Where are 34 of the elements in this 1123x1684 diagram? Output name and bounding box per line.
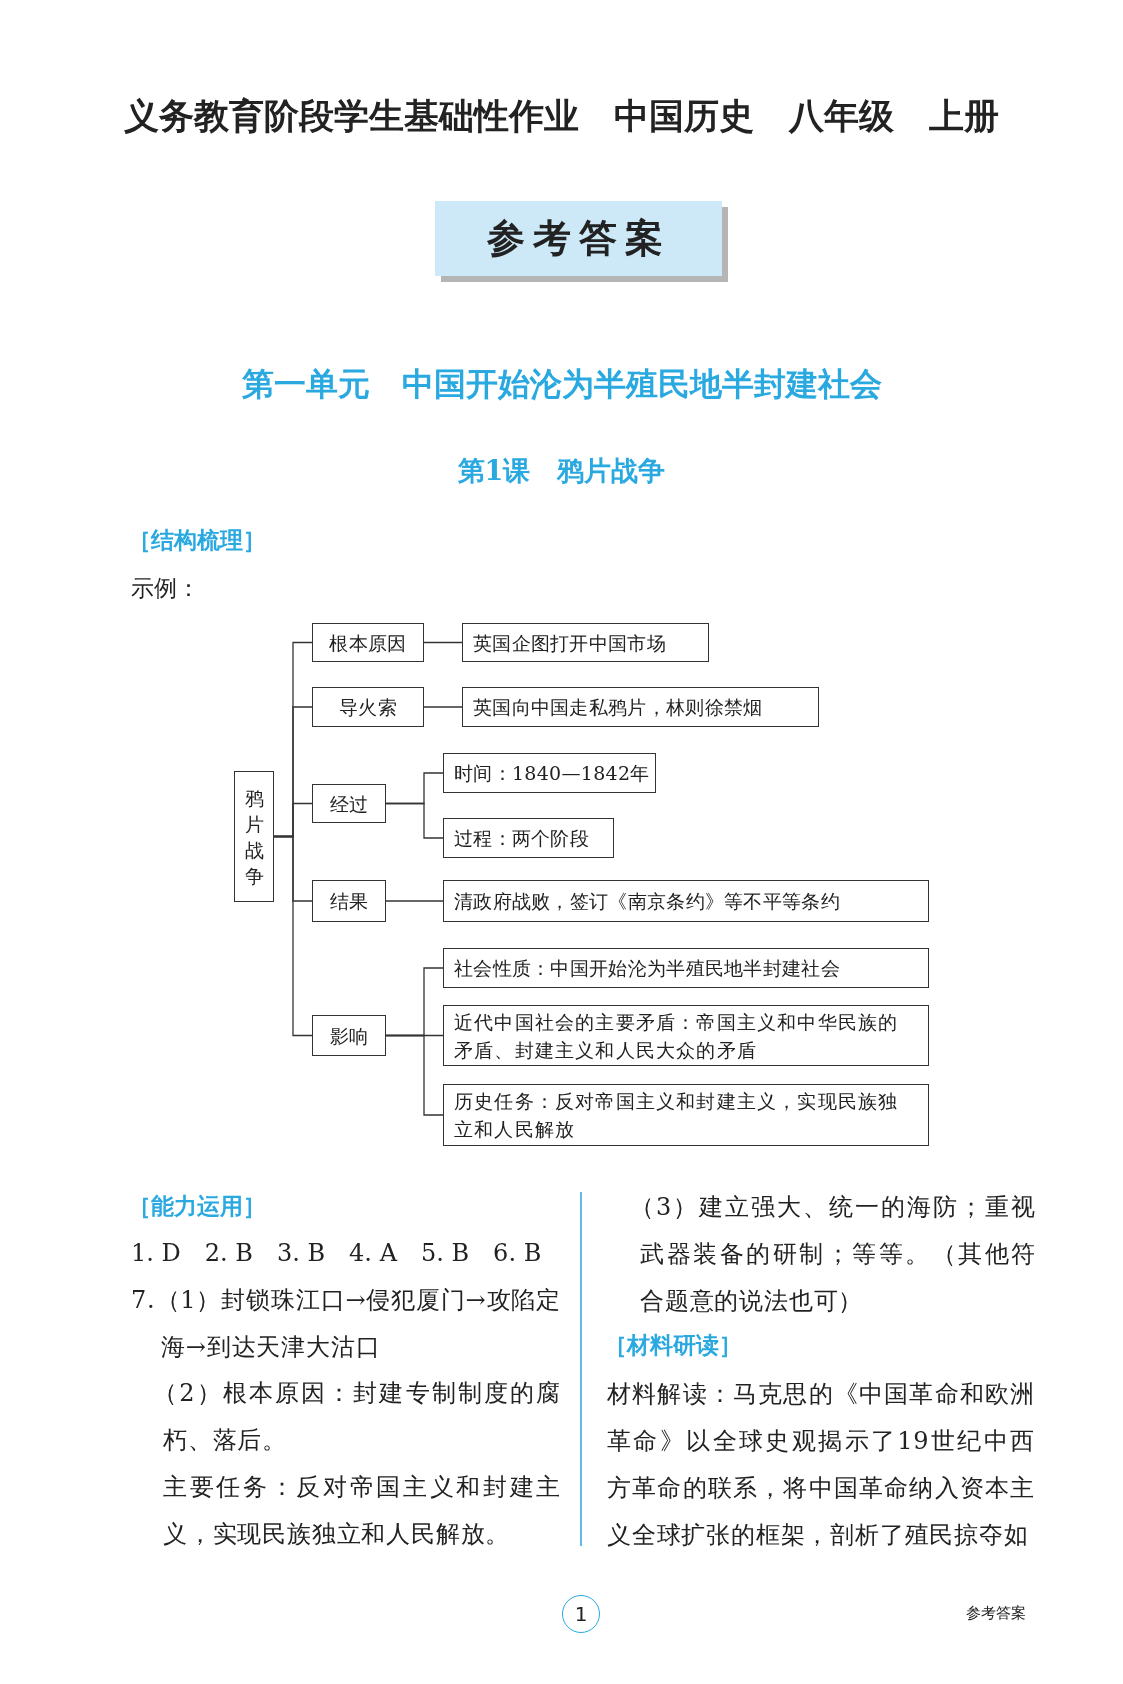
topic-box: 鸦片战争 [234,771,274,902]
connector-line [385,1034,444,1116]
section-heading: ［能力运用］ [128,1191,267,1221]
category-box: 根本原因 [312,623,424,662]
detail-box: 历史任务：反对帝国主义和封建主义，实现民族独立和人民解放 [443,1084,929,1146]
connector-line [385,900,444,902]
unit-heading: 第一单元 中国开始沦为半殖民地半封建社会 [240,364,883,405]
section-heading: ［材料研读］ [604,1330,743,1360]
answer-text: 材料解读：马克思的《中国革命和欧洲革命》以全球史观揭示了19世纪中西方革命的联系，将中国革命纳入资本主义全球扩张的框架，剖析了殖民掠夺如 [607,1379,1035,1551]
detail-box: 时间：1840—1842年 [443,753,656,793]
detail-box: 清政府战败，签订《南京条约》等不平等条约 [443,880,929,922]
lesson-heading: 第1课 鸦片战争 [456,454,667,488]
detail-box: 社会性质：中国开始沦为半殖民地半封建社会 [443,948,929,988]
connector-line [273,835,313,1037]
connector-line [423,641,463,644]
answer-text: （3）建立强大、统一的海防；重视武器装备的研制；等等。（其他符合题意的说法也可） [629,1192,1036,1317]
example-label: 示例： [131,574,201,603]
category-box: 影响 [312,1015,386,1056]
category-box: 导火索 [312,687,424,727]
answer-text: （2）根本原因：封建专制制度的腐朽、落后。 [153,1378,561,1456]
detail-box: 英国向中国走私鸦片，林则徐禁烟 [462,687,819,727]
page-title: 义务教育阶段学生基础性作业 中国历史 八年级 上册 [123,94,1000,138]
answer-text: 1. D 2. B 3. B 4. A 5. B 6. B [131,1238,543,1269]
footer-text: 参考答案 [966,1604,1027,1623]
category-box: 经过 [312,784,386,823]
detail-box: 英国企图打开中国市场 [462,623,709,662]
category-box: 结果 [312,880,386,922]
connector-line [385,802,444,839]
answer-text: 主要任务：反对帝国主义和封建主义，实现民族独立和人民解放。 [163,1472,561,1550]
detail-box: 近代中国社会的主要矛盾：帝国主义和中华民族的矛盾、封建主义和人民大众的矛盾 [443,1005,929,1066]
section-heading: ［结构梳理］ [128,525,267,555]
detail-box: 过程：两个阶段 [443,818,614,858]
answer-text: 7.（1）封锁珠江口→侵犯厦门→攻陷定海→到达天津大沽口 [131,1285,561,1363]
connector-line [423,706,463,708]
